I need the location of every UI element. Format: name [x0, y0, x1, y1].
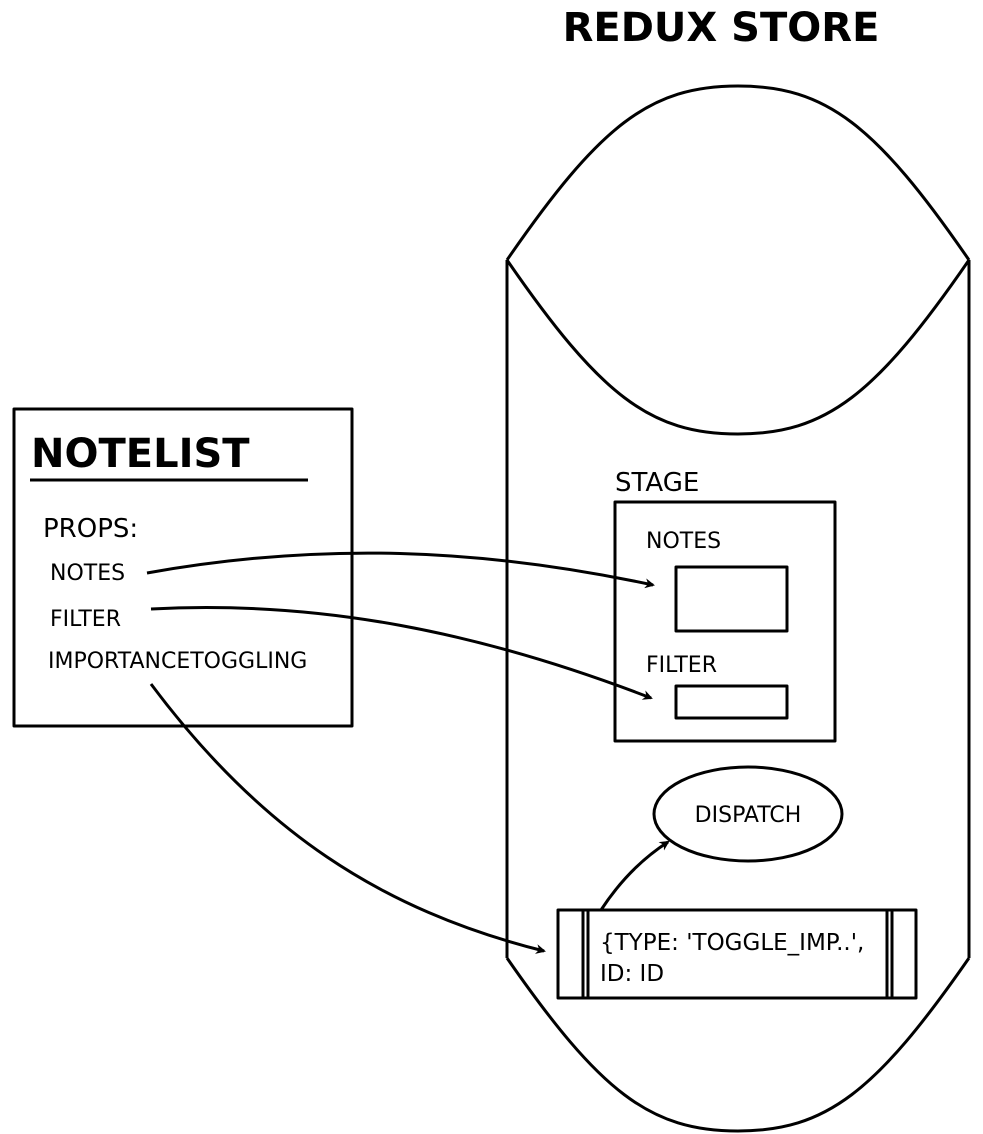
prop-notes: NOTES	[50, 561, 125, 586]
dispatch-ellipse	[652, 765, 844, 863]
action-text-line2: ID: ID	[600, 961, 664, 987]
store-cylinder	[505, 84, 971, 1133]
state-filter-slot	[674, 684, 789, 720]
notelist-title: NOTELIST	[31, 431, 250, 477]
action-box-outer	[556, 908, 918, 1000]
state-notes-slot	[674, 565, 789, 633]
action-text-line1: {TYPE: 'TOGGLE_IMP..',	[600, 930, 864, 956]
prop-importance-toggling: IMPORTANCETOGGLING	[48, 649, 307, 674]
store-title: REDUX STORE	[563, 5, 880, 51]
cylinder-top-arc	[505, 84, 971, 261]
notes-to-state-arrow	[146, 551, 655, 589]
state-filter-label: FILTER	[646, 653, 717, 678]
importancetoggling-to-action-arrow	[149, 683, 546, 954]
state-box	[613, 500, 837, 743]
prop-filter: FILTER	[50, 607, 121, 632]
cylinder-top-lower-arc	[505, 259, 971, 436]
dispatch-label: DISPATCH	[695, 803, 802, 828]
filter-to-state-arrow	[150, 606, 653, 700]
cylinder-bottom-arc	[505, 957, 971, 1133]
action-to-dispatch-arrow	[599, 840, 670, 911]
state-label: STAGE	[615, 468, 699, 498]
action-box: {TYPE: 'TOGGLE_IMP..', ID: ID	[556, 908, 918, 1000]
props-label: PROPS:	[43, 514, 138, 544]
state-notes-label: NOTES	[646, 529, 721, 554]
